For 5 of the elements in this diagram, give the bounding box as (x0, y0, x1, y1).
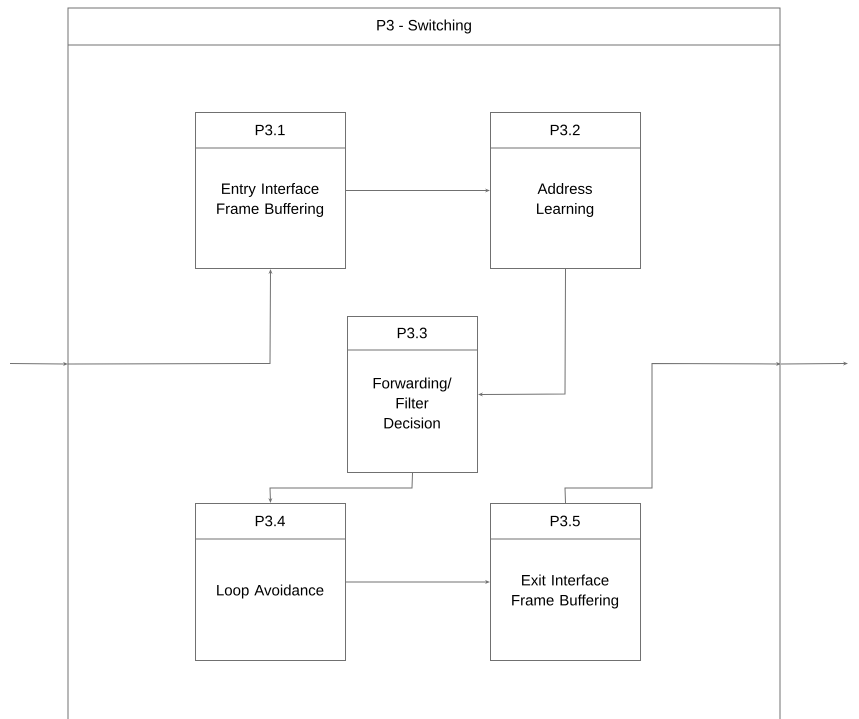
process-box: P3.1 Entry Interface Frame Buffering (194, 112, 346, 269)
process-box: P3.3 Forwarding/ Filter Decision (346, 316, 478, 473)
process-box: P3.5 Exit Interface Frame Buffering (490, 503, 641, 661)
process-box: P3.4 Loop Avoidance (194, 503, 346, 661)
process-box: P3.2 Address Learning (490, 112, 641, 269)
